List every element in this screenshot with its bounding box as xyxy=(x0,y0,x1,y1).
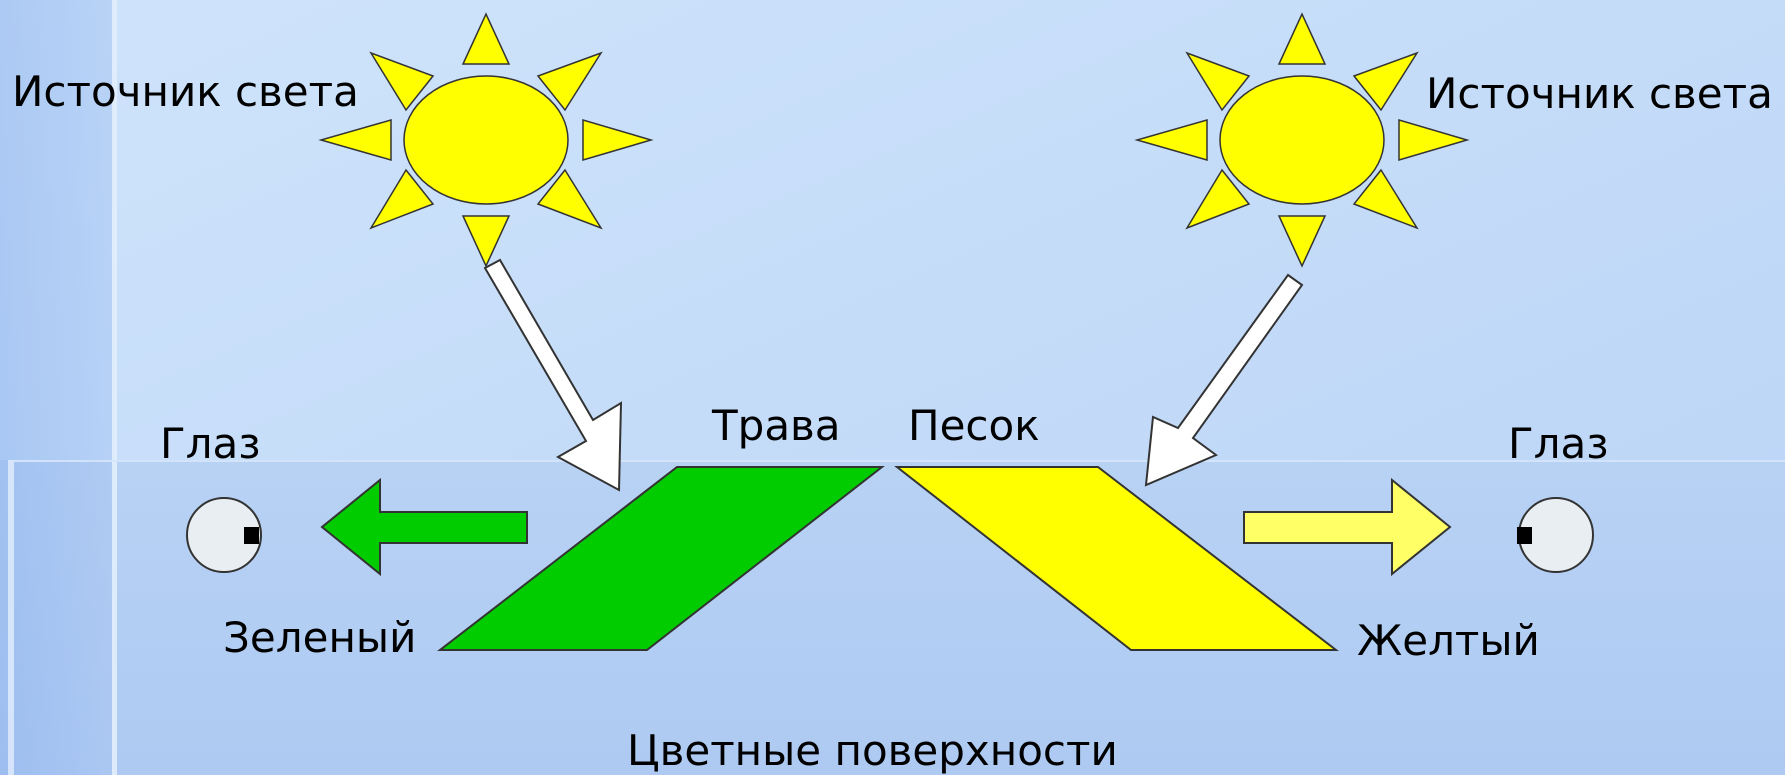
sun-ray-top-left xyxy=(369,51,435,112)
incident-light-arrow-right xyxy=(1144,273,1304,487)
grass-surface xyxy=(437,466,885,651)
pupil xyxy=(1517,527,1532,544)
sand-label: Песок xyxy=(908,401,1040,450)
sun-ray-bottom xyxy=(1277,215,1327,268)
sun-ray-bottom-right xyxy=(536,168,603,230)
sun-ray-bottom xyxy=(461,215,511,268)
sun-ray-right xyxy=(582,118,654,162)
light-source-label-right: Источник света xyxy=(1426,69,1773,118)
sun-ray-bottom-left xyxy=(1185,168,1251,230)
sand-surface xyxy=(894,466,1339,651)
sun-ray-top xyxy=(461,12,511,65)
green-reflected-arrow xyxy=(320,477,528,577)
yellow-reflected-arrow xyxy=(1243,477,1452,577)
eye-label-right: Глаз xyxy=(1508,419,1609,468)
green-label: Зеленый xyxy=(223,613,416,662)
sun-ray-top-right xyxy=(1352,51,1419,112)
sun-disc xyxy=(403,75,569,205)
sun-disc xyxy=(1219,75,1385,205)
eye-icon xyxy=(1517,497,1594,573)
sun-icon xyxy=(1134,12,1470,268)
sun-ray-bottom-left xyxy=(369,168,435,230)
caption: Цветные поверхности xyxy=(627,726,1118,775)
sun-ray-bottom-right xyxy=(1352,168,1419,230)
sun-icon xyxy=(318,12,654,268)
sun-ray-top xyxy=(1277,12,1327,65)
sun-ray-left xyxy=(318,119,392,161)
sun-ray-top-right xyxy=(536,51,603,112)
yellow-label: Желтый xyxy=(1357,616,1540,665)
pupil xyxy=(244,527,259,544)
grass-label: Трава xyxy=(711,401,841,450)
eye-label-left: Глаз xyxy=(160,419,261,468)
light-source-label-left: Источник света xyxy=(12,67,359,116)
incident-light-arrow-left xyxy=(483,258,623,492)
sun-ray-right xyxy=(1398,118,1470,162)
eye-icon xyxy=(186,497,262,573)
sun-ray-top-left xyxy=(1185,51,1251,112)
sun-ray-left xyxy=(1134,119,1208,161)
